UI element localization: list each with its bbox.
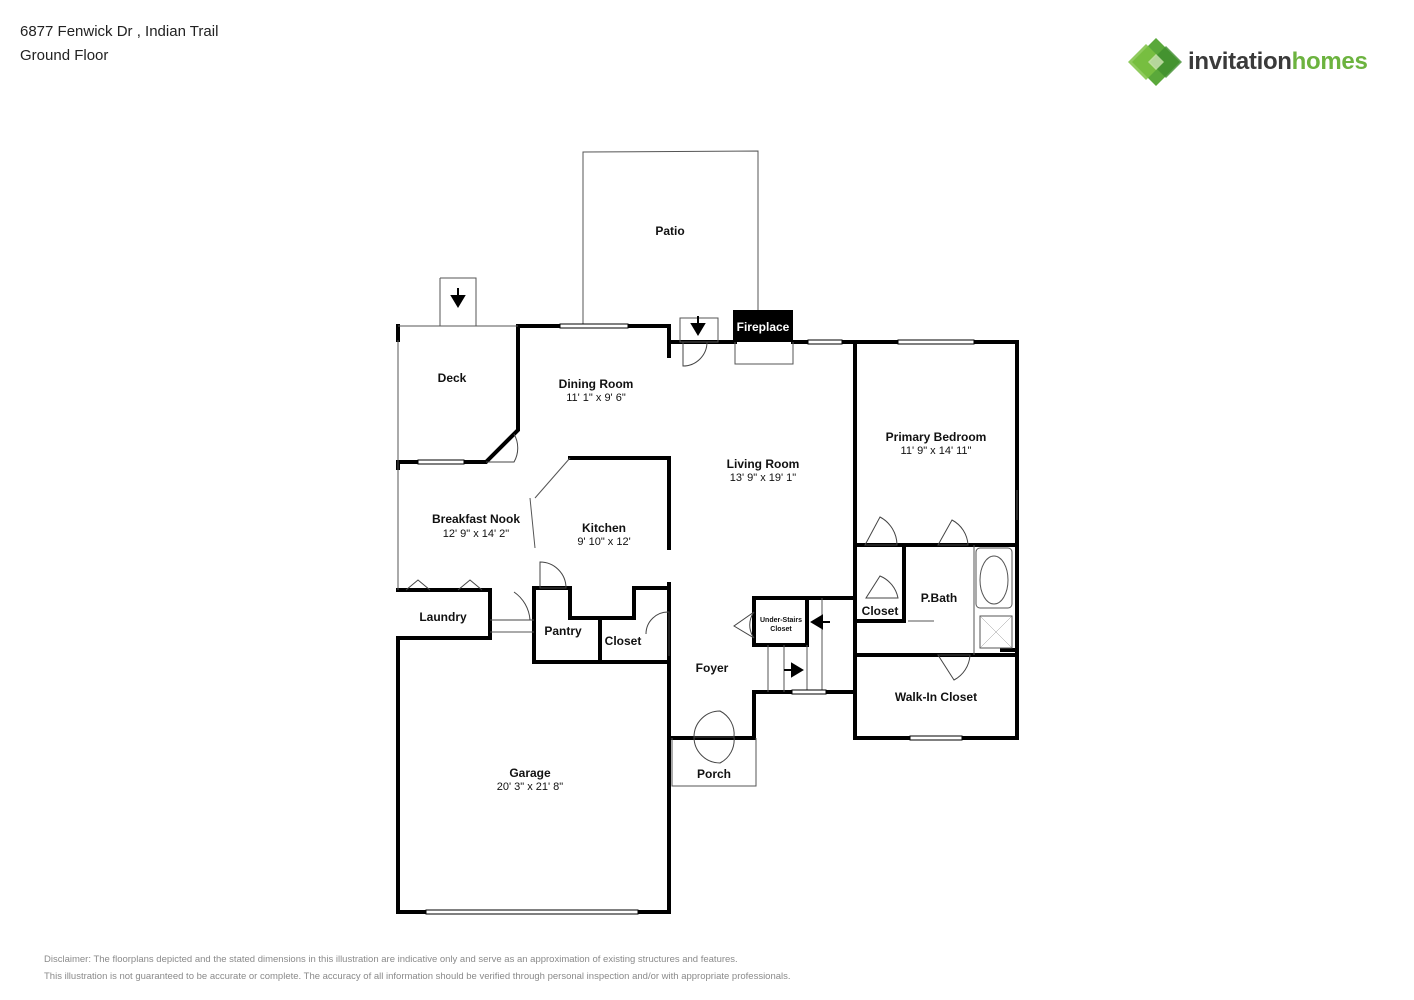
walls (396, 324, 1019, 914)
brand-word-homes: homes (1291, 48, 1368, 75)
label-under-stairs-1: Under-Stairs (760, 617, 802, 624)
stair-arrows (450, 288, 830, 678)
door-swings (405, 341, 971, 764)
label-dining-room: Dining Room (559, 377, 634, 391)
floor-label: Ground Floor (20, 47, 109, 64)
label-porch: Porch (697, 767, 731, 781)
label-living-room: Living Room (727, 457, 800, 471)
property-address: 6877 Fenwick Dr , Indian Trail (20, 23, 219, 40)
label-laundry: Laundry (419, 610, 467, 624)
disclaimer-line-1: Disclaimer: The floorplans depicted and … (44, 954, 738, 965)
diamond-logo-icon (1128, 38, 1182, 86)
fireplace-box (733, 310, 793, 342)
label-patio: Patio (655, 224, 684, 238)
brand-wordmark: invitationhomes (1188, 48, 1368, 76)
label-deck: Deck (438, 371, 467, 385)
label-kitchen-closet: Closet (605, 634, 642, 648)
label-under-stairs-2: Closet (770, 626, 792, 633)
bath-fixtures (975, 547, 1013, 649)
windows (417, 323, 975, 915)
label-walk-in-closet: Walk-In Closet (895, 690, 977, 704)
brand-word-invitation: invitation (1188, 48, 1292, 75)
shower-icon (979, 615, 1013, 649)
label-pbath: P.Bath (921, 591, 957, 605)
dims-garage: 20' 3" x 21' 8" (497, 781, 564, 793)
label-fireplace: Fireplace (737, 320, 790, 334)
dims-kitchen: 9' 10" x 12' (577, 536, 630, 548)
disclaimer-line-2: This illustration is not guaranteed to b… (44, 971, 791, 982)
dims-breakfast-nook: 12' 9" x 14' 2" (443, 528, 510, 540)
dims-dining-room: 11' 1" x 9' 6" (566, 392, 626, 404)
label-garage: Garage (509, 766, 551, 780)
label-foyer: Foyer (696, 661, 729, 675)
label-breakfast-nook: Breakfast Nook (432, 512, 520, 526)
label-primary-bedroom: Primary Bedroom (886, 430, 987, 444)
dims-primary-bedroom: 11' 9" x 14' 11" (901, 445, 972, 457)
label-bath-closet: Closet (862, 604, 899, 618)
brand-logo: invitationhomes (1128, 36, 1388, 90)
dims-living-room: 13' 9" x 19' 1" (730, 472, 797, 484)
label-kitchen: Kitchen (582, 521, 626, 535)
label-pantry: Pantry (544, 624, 582, 638)
